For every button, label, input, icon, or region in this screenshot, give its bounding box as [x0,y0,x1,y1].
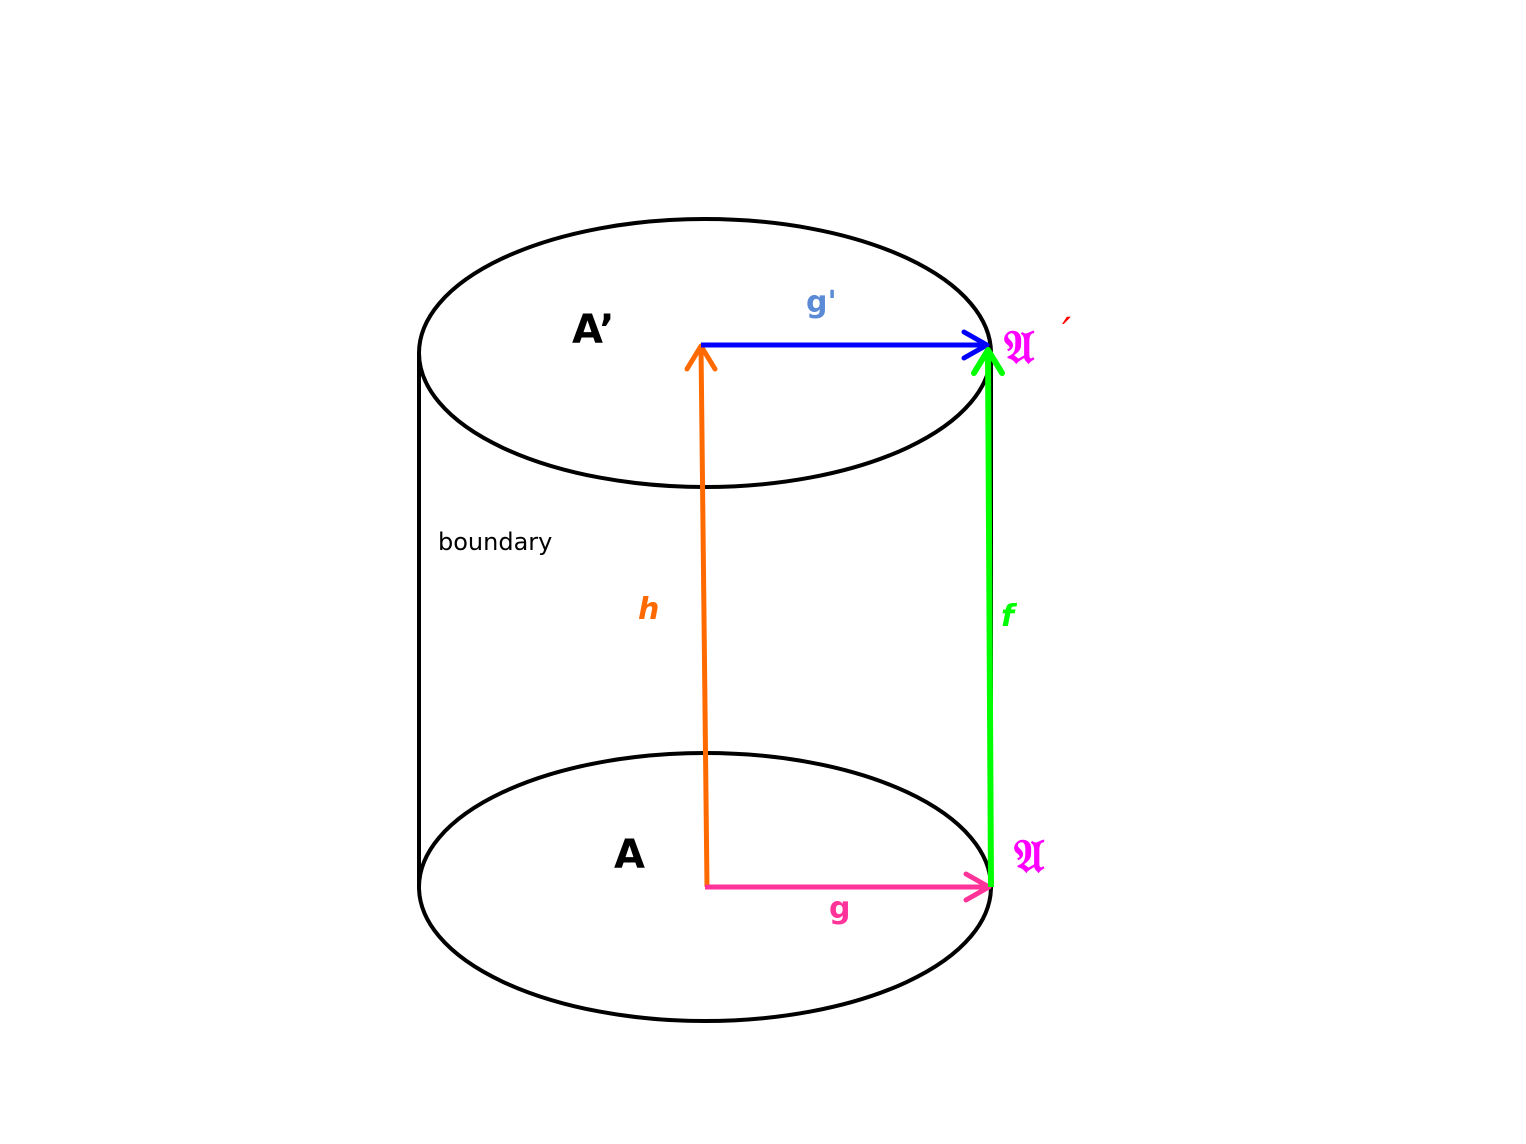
point-a-prime-label: 𝔄 [1004,320,1035,374]
bottom-face-label: A [614,832,645,878]
prime-mark: ′ [1062,310,1071,356]
top-face-label: A’ [572,307,614,353]
arrow-h [684,343,718,888]
boundary-label: boundary [438,528,552,556]
arrow-f-label: f [1001,599,1018,634]
arrow-f [971,347,1005,888]
arrow-g-label: g [829,891,850,926]
arrow-g-prime-label: g' [806,285,837,320]
point-a-label: 𝔄 [1014,829,1045,883]
arrow-h-label: h [638,592,659,627]
arrow-g-prime [701,329,990,361]
